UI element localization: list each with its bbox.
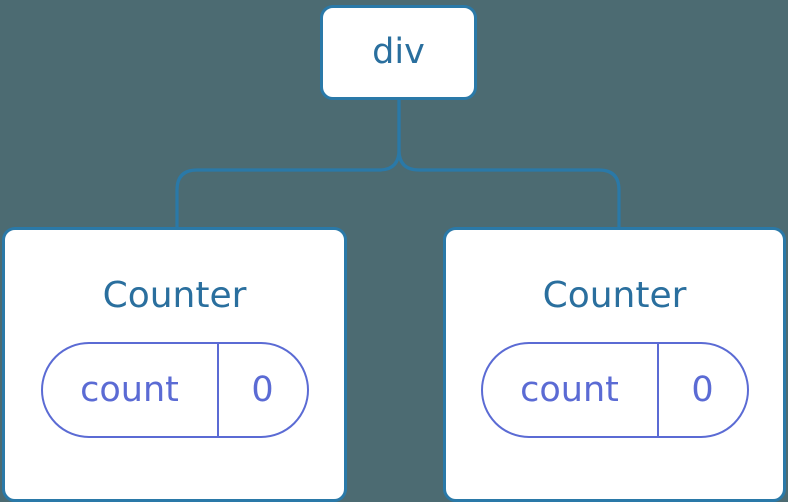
node-counter-left-title: Counter — [102, 275, 247, 316]
node-counter-right[interactable]: Counter count 0 — [443, 227, 786, 502]
state-pill-left-key: count — [43, 344, 219, 436]
state-pill-right[interactable]: count 0 — [480, 342, 749, 438]
node-div[interactable]: div — [320, 5, 477, 100]
state-pill-left-value: 0 — [251, 369, 274, 410]
state-pill-left[interactable]: count 0 — [40, 342, 309, 438]
state-pill-right-key: count — [483, 344, 659, 436]
edge-root-to-left-counter — [175, 100, 401, 229]
edge-root-to-right-counter — [397, 100, 621, 229]
node-counter-left[interactable]: Counter count 0 — [2, 227, 347, 502]
node-counter-right-title: Counter — [542, 275, 687, 316]
state-pill-right-value: 0 — [691, 369, 714, 410]
node-div-label: div — [372, 32, 425, 72]
